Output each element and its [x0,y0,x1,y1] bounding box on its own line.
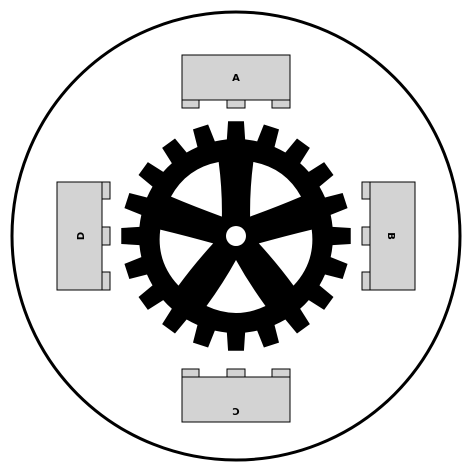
block-d-tab [101,181,111,200]
block-b-tab [361,181,371,200]
block-a-tab [226,99,246,109]
block-d-tab [101,226,111,246]
block-c-tab [226,368,246,378]
block-d: D [56,181,111,291]
block-a-tab [271,99,291,109]
block-b-tab [361,271,371,291]
block-c: C [181,368,291,423]
block-b-tab [361,226,371,246]
block-a-label: A [232,73,240,84]
gear [121,121,351,351]
block-b-label: B [385,232,396,240]
block-d-tab [101,271,111,291]
block-a-tab [181,99,200,109]
block-c-tab [181,368,200,378]
block-c-label: C [232,405,239,416]
block-b: B [361,181,416,291]
block-a: A [181,54,291,109]
block-c-tab [271,368,291,378]
block-d-label: D [76,232,87,240]
outer-ring [10,10,462,462]
